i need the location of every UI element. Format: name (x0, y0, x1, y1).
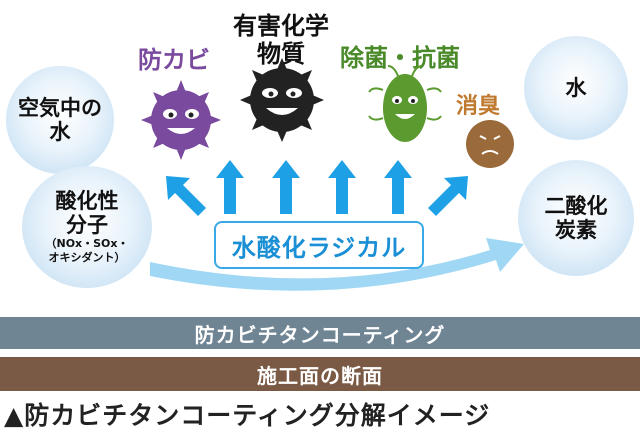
mold-label: 防カビ (138, 46, 210, 74)
co2-label-1: 二酸化 (544, 194, 608, 218)
hydroxyl-radical-box: 水酸化ラジカル (214, 221, 424, 269)
oxide-label-2: 分子 (66, 213, 108, 237)
diag-arrow-right (428, 176, 468, 216)
co2-output-bubble: 二酸化 炭素 (518, 160, 634, 276)
water-output-label: 水 (565, 76, 587, 100)
coating-band-label: 防カビチタンコーティング (194, 322, 446, 347)
oxide-label-1: 酸化性 (55, 189, 119, 213)
co2-label-2: 炭素 (555, 218, 597, 242)
air-water-label-1: 空気中の (18, 96, 102, 120)
antibacterial-label: 除菌・抗菌 (340, 44, 460, 72)
hydroxyl-radical-label: 水酸化ラジカル (231, 233, 407, 262)
bacteria-icon (368, 65, 442, 142)
section-band: 施工面の断面 (0, 357, 640, 391)
deodorize-label: 消臭 (456, 94, 501, 119)
chemical-germ-icon (240, 58, 324, 142)
odor-icon (466, 120, 514, 168)
section-band-label: 施工面の断面 (257, 363, 383, 388)
oxide-label-4: オキシダント） (48, 251, 126, 264)
coating-band: 防カビチタンコーティング (0, 317, 640, 349)
air-water-bubble: 空気中の 水 (6, 66, 114, 174)
chemicals-label-1: 有害化学 (233, 12, 329, 40)
water-output-bubble: 水 (524, 36, 628, 140)
up-arrow-1 (216, 160, 244, 214)
diag-arrow-left (166, 176, 206, 216)
up-arrow-4 (384, 160, 412, 214)
mold-germ-icon (141, 80, 221, 160)
up-arrow-3 (328, 160, 356, 214)
air-water-label-2: 水 (49, 120, 71, 144)
oxidizing-molecules-bubble: 酸化性 分子 （NOx・SOx・ オキシダント） (22, 166, 152, 288)
up-arrow-2 (272, 160, 300, 214)
oxide-label-3: （NOx・SOx・ (45, 237, 129, 250)
figure-caption: ▲防カビチタンコーティング分解イメージ (4, 401, 491, 430)
flow-sweep-arrow (150, 238, 524, 291)
